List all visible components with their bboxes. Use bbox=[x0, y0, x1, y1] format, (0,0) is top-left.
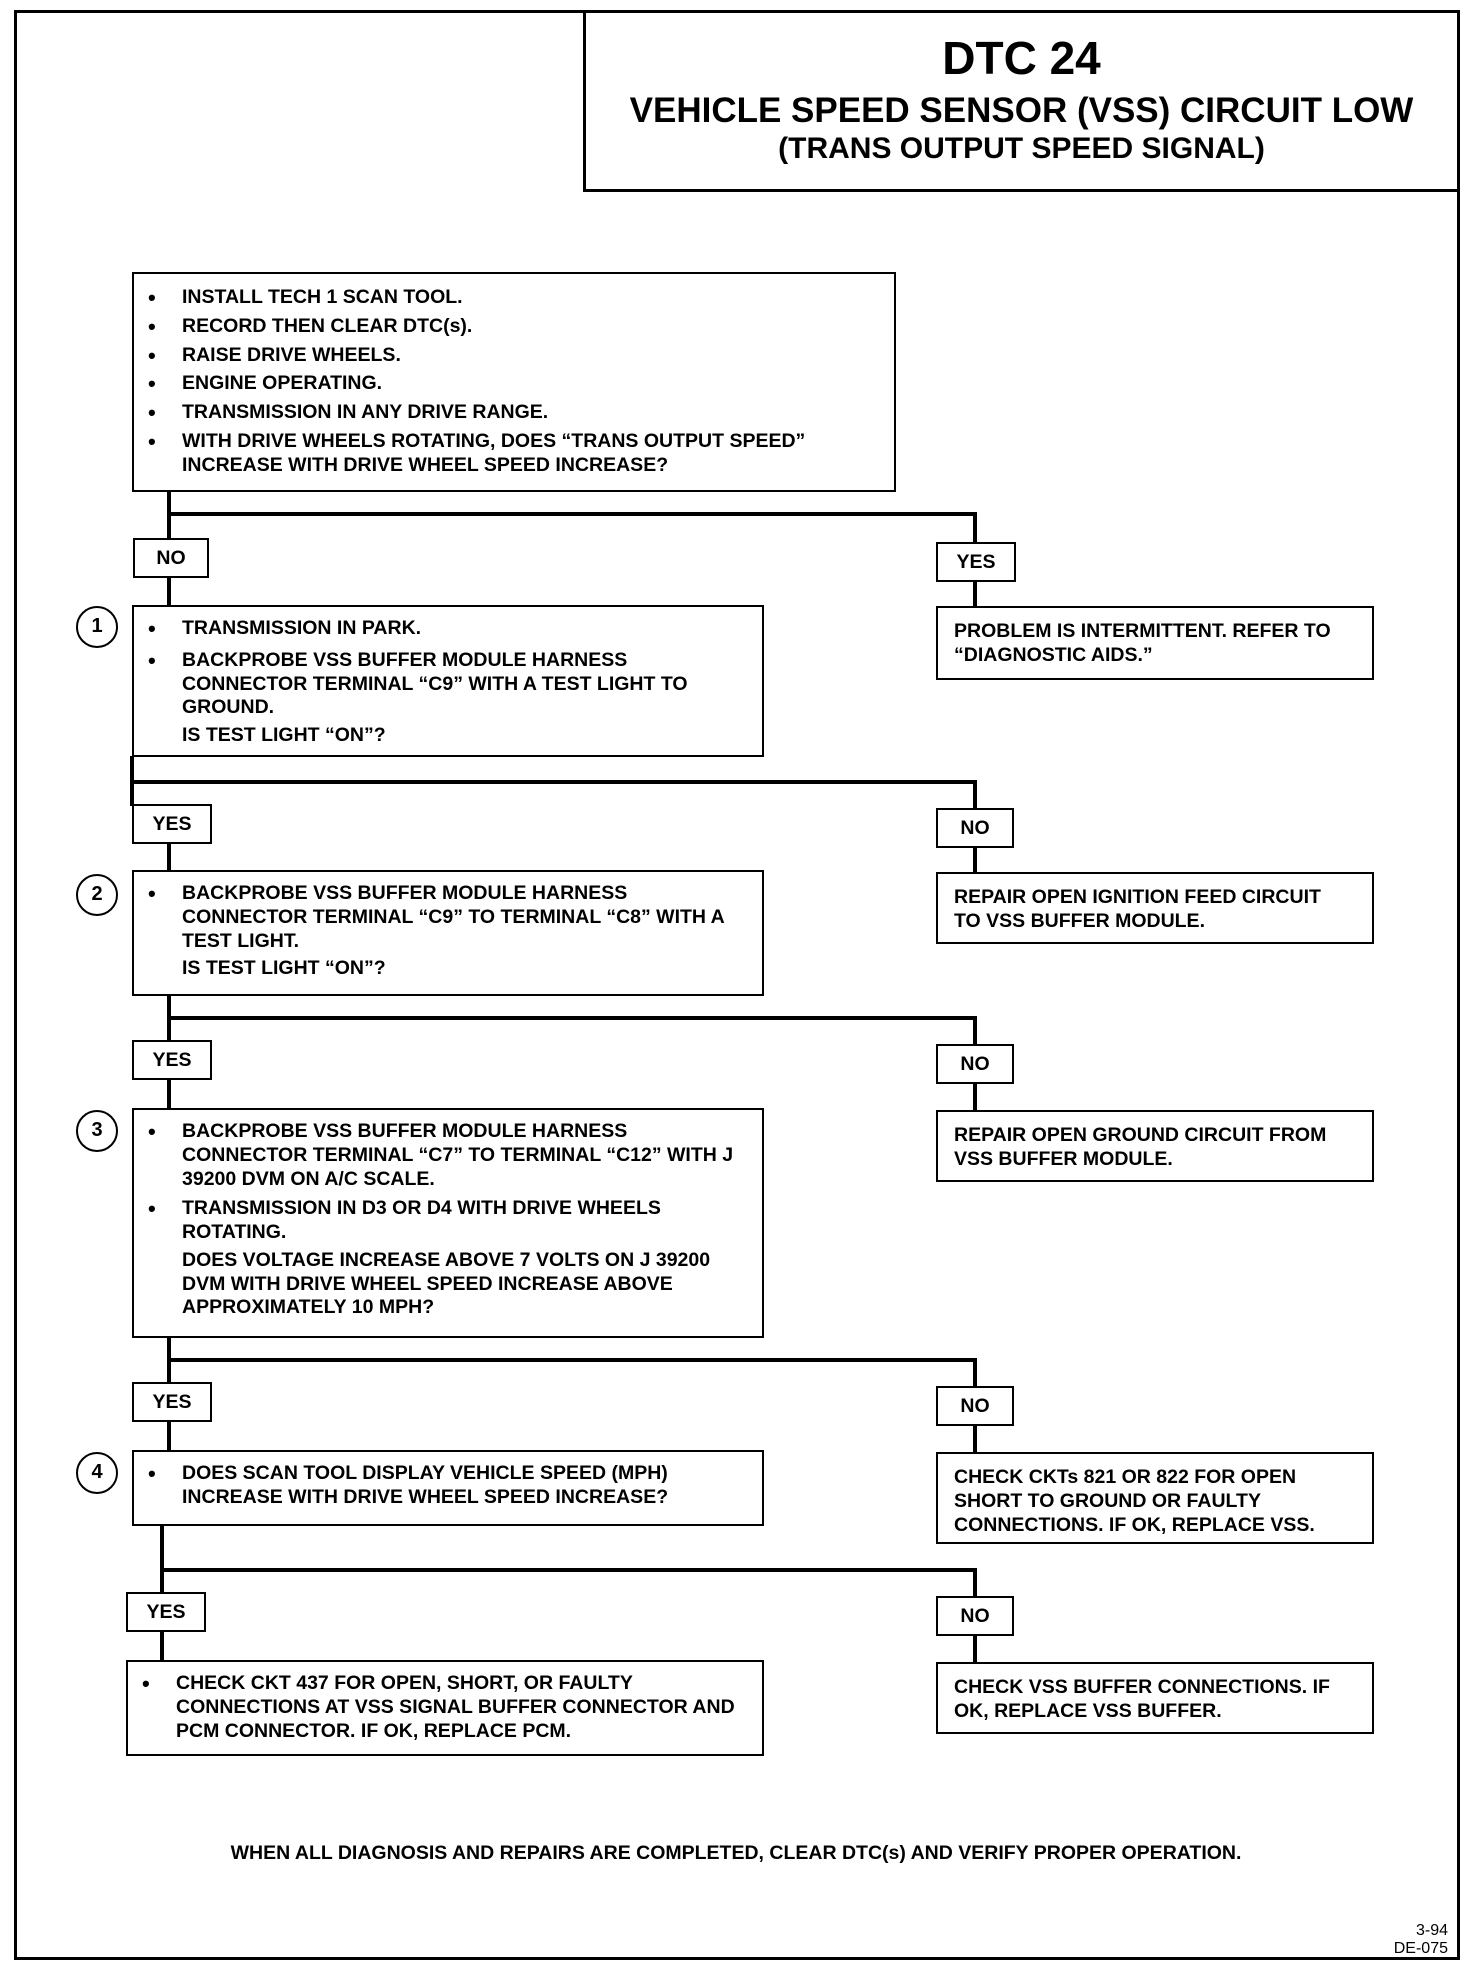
step-1-no-label: NO bbox=[936, 808, 1014, 848]
date-code: 3-94 bbox=[1415, 1922, 1448, 1939]
procedure-item: TRANSMISSION IN PARK. bbox=[134, 616, 762, 643]
connector-step3-split bbox=[169, 1358, 977, 1386]
step-number-4: 4 bbox=[76, 1452, 118, 1494]
start-procedure-box: INSTALL TECH 1 SCAN TOOL. RECORD THEN CL… bbox=[132, 272, 896, 492]
procedure-item: INSTALL TECH 1 SCAN TOOL. bbox=[134, 285, 894, 312]
procedure-question: WITH DRIVE WHEELS ROTATING, DOES “TRANS … bbox=[134, 429, 894, 478]
step-number-2: 2 bbox=[76, 874, 118, 916]
procedure-item: ENGINE OPERATING. bbox=[134, 371, 894, 398]
procedure-item: BACKPROBE VSS BUFFER MODULE HARNESS CONN… bbox=[134, 881, 762, 953]
step-4-box: DOES SCAN TOOL DISPLAY VEHICLE SPEED (MP… bbox=[132, 1450, 764, 1526]
step-2-box: BACKPROBE VSS BUFFER MODULE HARNESS CONN… bbox=[132, 870, 764, 996]
intermittent-result-box: PROBLEM IS INTERMITTENT. REFER TO “DIAGN… bbox=[936, 606, 1374, 680]
step-3-yes-label: YES bbox=[132, 1382, 212, 1422]
connector-start-split bbox=[169, 512, 977, 542]
step-1-box: TRANSMISSION IN PARK. BACKPROBE VSS BUFF… bbox=[132, 605, 764, 757]
step-number-3: 3 bbox=[76, 1110, 118, 1152]
start-no-label: NO bbox=[133, 538, 209, 578]
start-yes-label: YES bbox=[936, 542, 1016, 582]
step-1-question: IS TEST LIGHT “ON”? bbox=[182, 724, 386, 747]
step-4-yes-label: YES bbox=[126, 1592, 206, 1632]
page-subtitle-secondary: (TRANS OUTPUT SPEED SIGNAL) bbox=[778, 131, 1265, 165]
step-3-no-label: NO bbox=[936, 1386, 1014, 1426]
page-subtitle: VEHICLE SPEED SENSOR (VSS) CIRCUIT LOW bbox=[629, 90, 1414, 130]
step-2-no-result-box: REPAIR OPEN GROUND CIRCUIT FROM VSS BUFF… bbox=[936, 1110, 1374, 1182]
step-3-question: DOES VOLTAGE INCREASE ABOVE 7 VOLTS ON J… bbox=[182, 1248, 711, 1319]
connector-step2-split bbox=[169, 1016, 977, 1044]
procedure-item: CHECK CKT 437 FOR OPEN, SHORT, OR FAULTY… bbox=[128, 1671, 762, 1743]
procedure-item: BACKPROBE VSS BUFFER MODULE HARNESS CONN… bbox=[134, 1119, 762, 1191]
final-action-box: CHECK CKT 437 FOR OPEN, SHORT, OR FAULTY… bbox=[126, 1660, 764, 1756]
step-3-box: BACKPROBE VSS BUFFER MODULE HARNESS CONN… bbox=[132, 1108, 764, 1338]
step-2-question: IS TEST LIGHT “ON”? bbox=[182, 957, 386, 980]
procedure-item: TRANSMISSION IN D3 OR D4 WITH DRIVE WHEE… bbox=[134, 1196, 762, 1245]
step-number-1: 1 bbox=[76, 606, 118, 648]
document-code: 3-94 DE-075 bbox=[1394, 1922, 1448, 1959]
procedure-item: BACKPROBE VSS BUFFER MODULE HARNESS CONN… bbox=[134, 648, 762, 720]
step-1-yes-label: YES bbox=[132, 804, 212, 844]
procedure-item: RAISE DRIVE WHEELS. bbox=[134, 343, 894, 370]
connector-step1-split bbox=[132, 780, 977, 808]
step-4-no-label: NO bbox=[936, 1596, 1014, 1636]
step-3-no-result-box: CHECK CKTs 821 OR 822 FOR OPEN SHORT TO … bbox=[936, 1452, 1374, 1544]
procedure-item: RECORD THEN CLEAR DTC(s). bbox=[134, 314, 894, 341]
step-1-no-result-box: REPAIR OPEN IGNITION FEED CIRCUIT TO VSS… bbox=[936, 872, 1374, 944]
step-2-yes-label: YES bbox=[132, 1040, 212, 1080]
footer-note: WHEN ALL DIAGNOSIS AND REPAIRS ARE COMPL… bbox=[230, 1842, 1242, 1864]
title-block: DTC 24 VEHICLE SPEED SENSOR (VSS) CIRCUI… bbox=[583, 10, 1460, 192]
procedure-item: TRANSMISSION IN ANY DRIVE RANGE. bbox=[134, 400, 894, 427]
connector-step4-split bbox=[162, 1568, 977, 1596]
step-2-no-label: NO bbox=[936, 1044, 1014, 1084]
procedure-question: DOES SCAN TOOL DISPLAY VEHICLE SPEED (MP… bbox=[134, 1461, 762, 1510]
step-4-no-result-box: CHECK VSS BUFFER CONNECTIONS. IF OK, REP… bbox=[936, 1662, 1374, 1734]
figure-code: DE-075 bbox=[1393, 1940, 1448, 1958]
page-title: DTC 24 bbox=[942, 32, 1101, 84]
